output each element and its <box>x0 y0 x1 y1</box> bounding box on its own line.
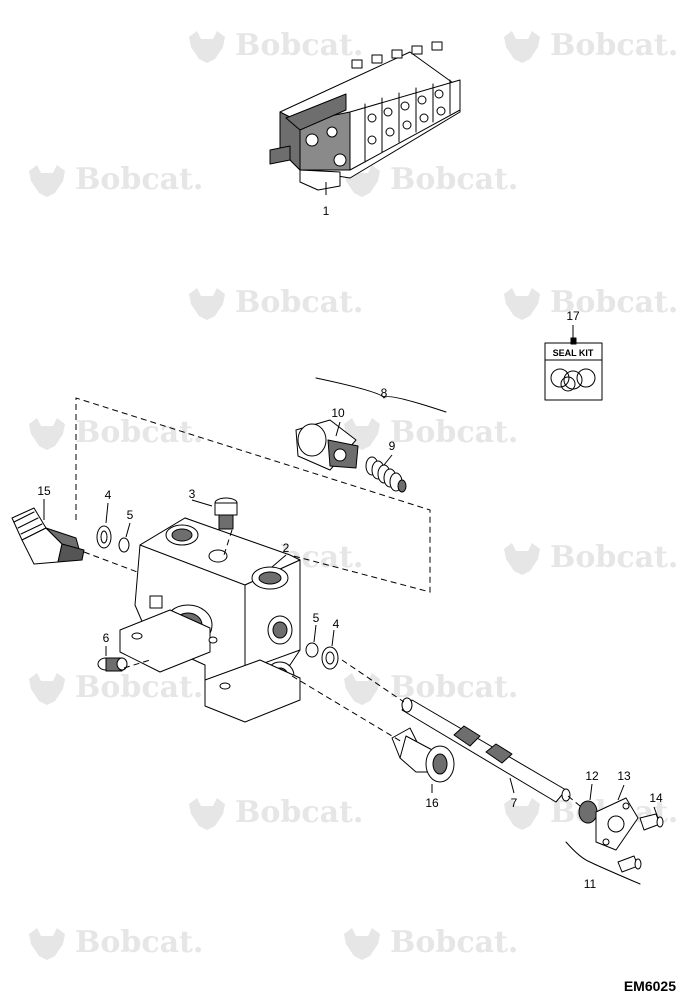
dashed-line-relief <box>83 551 141 574</box>
bobcat-logo-icon <box>340 671 384 707</box>
watermark: Bobcat. <box>340 670 518 707</box>
callout-2: 2 <box>282 541 290 555</box>
bobcat-logo-icon <box>340 926 384 962</box>
callout-5-right: 5 <box>312 611 320 625</box>
callout-6: 6 <box>102 631 110 645</box>
watermark: Bobcat. <box>25 415 203 452</box>
callout-12: 12 <box>585 769 599 783</box>
bobcat-logo-icon <box>185 29 229 65</box>
seal-kit-label: SEAL KIT <box>552 348 594 358</box>
callout-1: 1 <box>322 204 330 218</box>
watermark: Bobcat. <box>25 925 203 962</box>
seal <box>578 800 598 824</box>
watermark: Bobcat. <box>185 285 363 322</box>
dashed-line-small-plug <box>123 659 151 669</box>
watermark: Bobcat. <box>500 28 678 65</box>
callout-14: 14 <box>649 791 663 805</box>
watermark: Bobcat. <box>500 285 678 322</box>
callout-11: 11 <box>583 877 597 891</box>
dashed-line-end-cap <box>291 675 403 743</box>
callout-3: 3 <box>188 487 196 501</box>
watermark: Bobcat. <box>340 415 518 452</box>
plug <box>214 497 238 530</box>
callout-4-left: 4 <box>104 488 112 502</box>
watermark: Bobcat. <box>185 28 363 65</box>
end-cap <box>391 727 455 783</box>
callout-10: 10 <box>331 406 345 420</box>
bracket-11 <box>565 841 641 885</box>
callout-7: 7 <box>510 796 518 810</box>
spool-cap <box>295 419 359 471</box>
bobcat-logo-icon <box>185 286 229 322</box>
watermark: Bobcat. <box>25 670 203 707</box>
callout-4-right: 4 <box>332 617 340 631</box>
callout-16: 16 <box>425 796 439 810</box>
bracket-8 <box>315 377 447 413</box>
bobcat-logo-icon <box>25 671 69 707</box>
small-plug <box>97 657 128 672</box>
watermark: Bobcat. <box>25 162 203 199</box>
spring <box>365 456 407 493</box>
callout-9: 9 <box>388 439 396 453</box>
cover-plate <box>595 797 639 851</box>
figure-id: EM6025 <box>623 978 676 994</box>
ring-left <box>118 537 130 553</box>
valve-assembly <box>269 41 461 191</box>
bobcat-logo-icon <box>500 541 544 577</box>
dashed-line-plug <box>223 529 233 556</box>
ring-right <box>305 642 319 658</box>
callout-15: 15 <box>37 484 51 498</box>
watermark: Bobcat. <box>340 162 518 199</box>
dashed-line-spool <box>341 659 405 703</box>
bobcat-logo-icon <box>500 286 544 322</box>
screw-upper <box>639 813 664 831</box>
bobcat-logo-icon <box>500 796 544 832</box>
callout-5-left: 5 <box>126 508 134 522</box>
bobcat-logo-icon <box>25 926 69 962</box>
bobcat-logo-icon <box>25 416 69 452</box>
watermark: Bobcat. <box>500 540 678 577</box>
bobcat-logo-icon <box>185 796 229 832</box>
dashed-line-outline <box>75 397 431 593</box>
dashed-line-seal <box>567 795 581 807</box>
valve-section-body <box>119 517 301 723</box>
watermark: Bobcat. <box>340 925 518 962</box>
seal-kit-box <box>544 337 603 401</box>
bobcat-logo-icon <box>500 29 544 65</box>
spool <box>401 697 571 803</box>
callout-17: 17 <box>566 309 580 323</box>
bobcat-logo-icon <box>25 163 69 199</box>
relief-valve <box>11 507 85 565</box>
callout-8: 8 <box>380 386 388 400</box>
screw-lower <box>617 855 642 873</box>
callout-13: 13 <box>617 769 631 783</box>
watermark: Bobcat. <box>185 795 363 832</box>
